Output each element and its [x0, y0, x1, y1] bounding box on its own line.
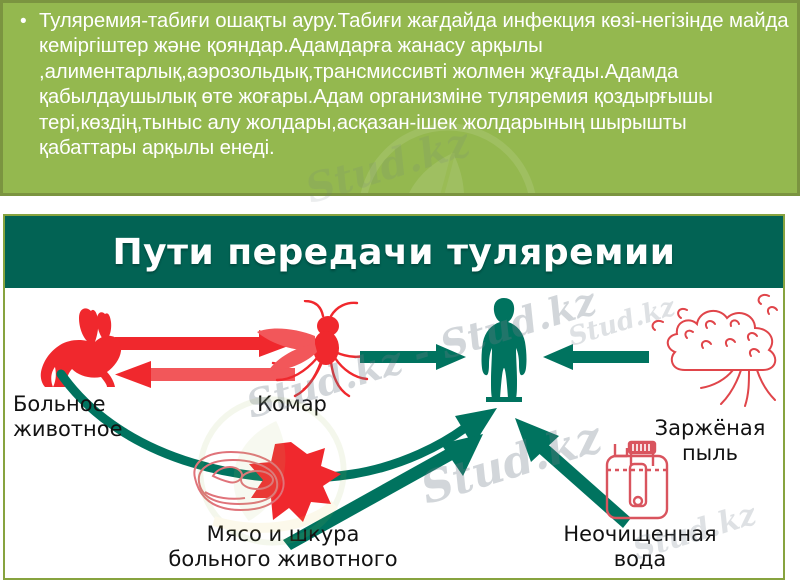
transmission-diagram: Пути передачи туляремии [3, 214, 785, 580]
diagram-title: Пути передачи туляремии [112, 231, 676, 273]
diagram-body: Больное животное Комар Заржёная пыль Мяс… [5, 288, 783, 578]
label-infected-dust: Заржёная пыль [654, 416, 766, 465]
meat-and-hide-icon [193, 442, 341, 522]
label-unpurified-water: Неочищенная вода [563, 522, 717, 571]
bullet-row: • Туляремия-табиғи ошақты ауру.Табиғи жа… [17, 9, 789, 161]
mosquito-to-human-arrow [360, 344, 466, 370]
infected-dust-icon [651, 294, 778, 407]
slide-body-text: Туляремия-табиғи ошақты ауру.Табиғи жағд… [39, 10, 789, 160]
mosquito-icon [257, 300, 370, 398]
bullet-marker: • [20, 11, 27, 32]
sick-rabbit-icon [40, 308, 122, 387]
label-meat-and-hide: Мясо и шкура больного животного [168, 522, 398, 571]
slide-text-panel: • Туляремия-табиғи ошақты ауру.Табиғи жа… [0, 0, 800, 196]
unpurified-water-icon [605, 440, 669, 520]
diagram-title-banner: Пути передачи туляремии [5, 216, 783, 288]
human-figure-icon [481, 298, 527, 402]
label-sick-animal: Больное животное [13, 392, 123, 441]
label-mosquito: Комар [257, 392, 327, 416]
meat-to-human-arrow [283, 434, 483, 550]
dust-to-human-arrow [543, 344, 649, 370]
